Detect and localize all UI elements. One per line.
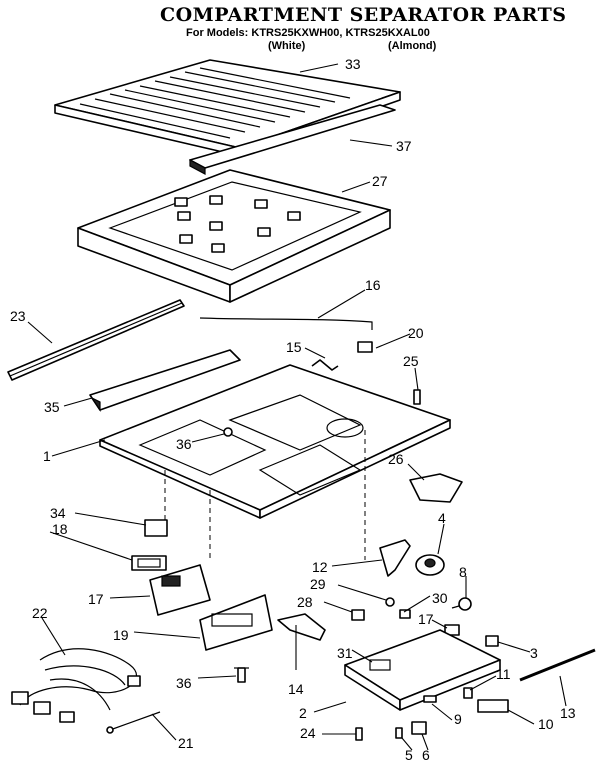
callout-30: 30 [432, 590, 448, 606]
part-10-heater [477, 699, 509, 713]
part-15-spring [311, 359, 339, 371]
callout-6: 6 [422, 747, 430, 763]
callout-8: 8 [459, 564, 467, 580]
callout-35: 35 [44, 399, 60, 415]
callouts: 33 37 27 16 23 20 15 25 35 36 1 26 34 18… [10, 56, 576, 763]
callout-9: 9 [454, 711, 462, 727]
models-line: For Models: KTRS25KXWH00, KTRS25KXAL00 [186, 27, 430, 39]
part-24-screw [355, 727, 363, 741]
part-33-cover-panel [54, 59, 401, 157]
callout-17-right: 17 [418, 611, 434, 627]
callout-17-left: 17 [88, 591, 104, 607]
callout-20: 20 [408, 325, 424, 341]
part-30-switch [399, 609, 411, 619]
part-11-pin [463, 687, 473, 699]
callout-12: 12 [312, 559, 328, 575]
part-16-wire [199, 317, 373, 330]
callout-16: 16 [365, 277, 381, 293]
part-34-clip [144, 519, 168, 537]
part-25-pin [413, 389, 421, 405]
callout-23: 23 [10, 308, 26, 324]
part-21-probe [106, 711, 161, 734]
callout-13: 13 [560, 705, 576, 721]
part-2-base [344, 629, 501, 711]
part-36-screw-lower [234, 667, 249, 683]
part-37-strip [189, 104, 396, 175]
callout-18: 18 [52, 521, 68, 537]
callout-36-lower: 36 [176, 675, 192, 691]
part-23-trim-rod [7, 299, 185, 381]
callout-14: 14 [288, 681, 304, 697]
callout-1: 1 [43, 448, 51, 464]
part-13-rod [519, 648, 596, 682]
callout-25: 25 [403, 353, 419, 369]
part-29-screw [385, 597, 395, 607]
part-3-clip [485, 635, 499, 647]
callout-3: 3 [530, 645, 538, 661]
part-28-clip [351, 609, 365, 621]
part-26-cover [409, 473, 463, 503]
part-22-harness [11, 648, 141, 723]
part-27-frame [77, 169, 391, 303]
part-17-housing [149, 564, 211, 616]
part-19-cover [199, 594, 273, 651]
callout-34: 34 [50, 505, 66, 521]
part-8-light [451, 597, 472, 611]
callout-31: 31 [337, 645, 353, 661]
part-36-screw-upper [223, 427, 233, 437]
callout-5: 5 [405, 747, 413, 763]
callout-24: 24 [300, 725, 316, 741]
part-5-screw [395, 727, 403, 739]
callout-37: 37 [396, 138, 412, 154]
callout-4: 4 [438, 510, 446, 526]
callout-2: 2 [299, 705, 307, 721]
callout-15: 15 [286, 339, 302, 355]
callout-10: 10 [538, 716, 554, 732]
callout-36-upper: 36 [176, 436, 192, 452]
leader-lines [27, 63, 567, 751]
part-20-clip [357, 341, 373, 353]
callout-22: 22 [32, 605, 48, 621]
part-9-clip [423, 695, 437, 703]
diagram-title: COMPARTMENT SEPARATOR PARTS [160, 4, 567, 26]
part-12-bracket [379, 539, 411, 577]
callout-33: 33 [345, 56, 361, 72]
part-14-plate [277, 613, 326, 641]
color-white-label: (White) [268, 40, 306, 52]
color-almond-label: (Almond) [388, 40, 437, 52]
part-18-gasket [131, 555, 167, 571]
callout-29: 29 [310, 576, 326, 592]
part-1-separator [99, 364, 451, 519]
part-17-bracket [444, 624, 460, 636]
callout-26: 26 [388, 451, 404, 467]
part-35-damper [89, 349, 241, 412]
callout-27: 27 [372, 173, 388, 189]
part-6-block [411, 721, 427, 735]
part-4-fan [415, 554, 445, 576]
callout-19: 19 [113, 627, 129, 643]
callout-11: 11 [496, 666, 511, 682]
callout-21: 21 [178, 735, 194, 751]
callout-28: 28 [297, 594, 313, 610]
